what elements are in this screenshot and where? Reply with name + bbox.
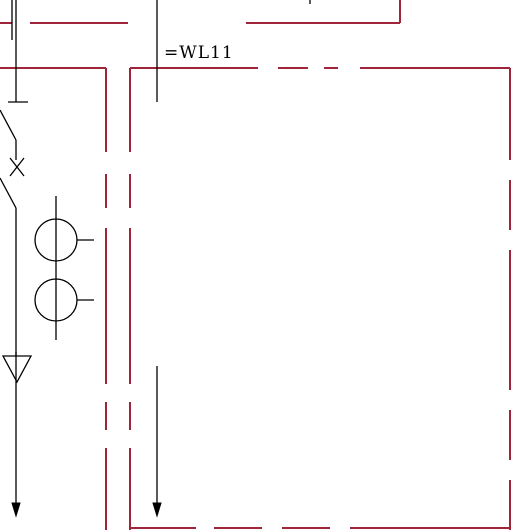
right-feeder-outgoing bbox=[152, 366, 162, 518]
left-panel-outline bbox=[0, 67, 107, 530]
outgoing-arrow-icon bbox=[11, 502, 21, 518]
current-transformer-icon bbox=[34, 196, 94, 340]
isolator-switch-icon bbox=[0, 109, 17, 160]
feeder-label: =WL11 bbox=[164, 43, 234, 63]
feeder-conductor bbox=[11, 0, 158, 102]
circuit-breaker-icon bbox=[0, 157, 25, 209]
outgoing-arrow-icon bbox=[152, 502, 162, 518]
top-busbar bbox=[0, 0, 401, 24]
right-panel-outline bbox=[129, 67, 511, 530]
surge-arrester-icon bbox=[1, 352, 33, 384]
left-feeder-circuit bbox=[0, 0, 94, 518]
